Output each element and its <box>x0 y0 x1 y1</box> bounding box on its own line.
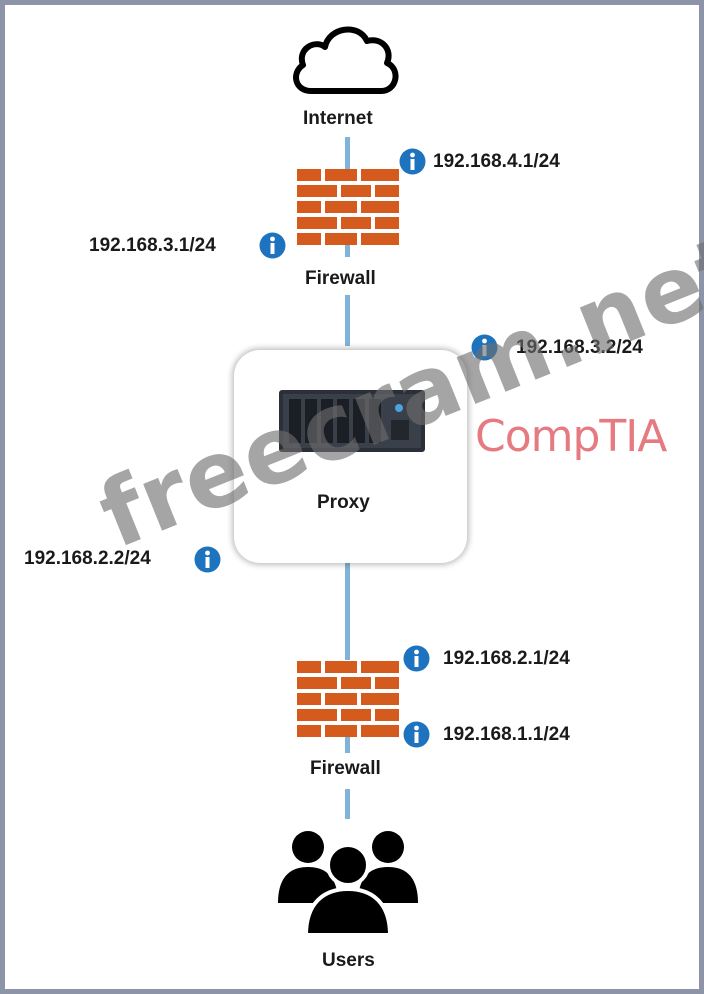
ip-proxy-outside: 192.168.3.2/24 <box>516 337 643 358</box>
ip-proxy-inside: 192.168.2.2/24 <box>24 548 151 569</box>
internet-label: Internet <box>303 108 373 129</box>
server-icon <box>279 390 425 452</box>
firewall-icon <box>297 169 399 245</box>
proxy-node[interactable]: Proxy <box>234 350 467 563</box>
proxy-label: Proxy <box>317 492 370 513</box>
info-icon[interactable] <box>194 546 221 573</box>
info-icon[interactable] <box>403 721 430 748</box>
comptia-watermark: CompTIA <box>475 411 667 462</box>
link-proxy-firewall <box>345 560 350 660</box>
firewall-icon <box>297 661 399 737</box>
link-firewall-users <box>345 789 350 819</box>
firewall-bottom-label: Firewall <box>310 758 381 779</box>
ip-fw-bottom-inside: 192.168.1.1/24 <box>443 724 570 745</box>
ip-fw-bottom-outside: 192.168.2.1/24 <box>443 648 570 669</box>
network-links <box>345 137 350 819</box>
link-internet-firewall <box>345 137 350 169</box>
link-firewall-proxy <box>345 295 350 346</box>
info-icon[interactable] <box>399 148 426 175</box>
users-label: Users <box>322 950 375 971</box>
info-icon[interactable] <box>471 334 498 361</box>
info-icon[interactable] <box>259 232 286 259</box>
ip-fw-top-outside: 192.168.4.1/24 <box>433 151 560 172</box>
link-firewall-lower <box>345 735 350 753</box>
link-firewall-vertical-top <box>345 235 350 257</box>
cloud-icon <box>293 26 399 94</box>
firewall-top-label: Firewall <box>305 268 376 289</box>
users-icon <box>278 831 418 935</box>
ip-fw-top-inside: 192.168.3.1/24 <box>89 235 216 256</box>
info-icon[interactable] <box>403 645 430 672</box>
